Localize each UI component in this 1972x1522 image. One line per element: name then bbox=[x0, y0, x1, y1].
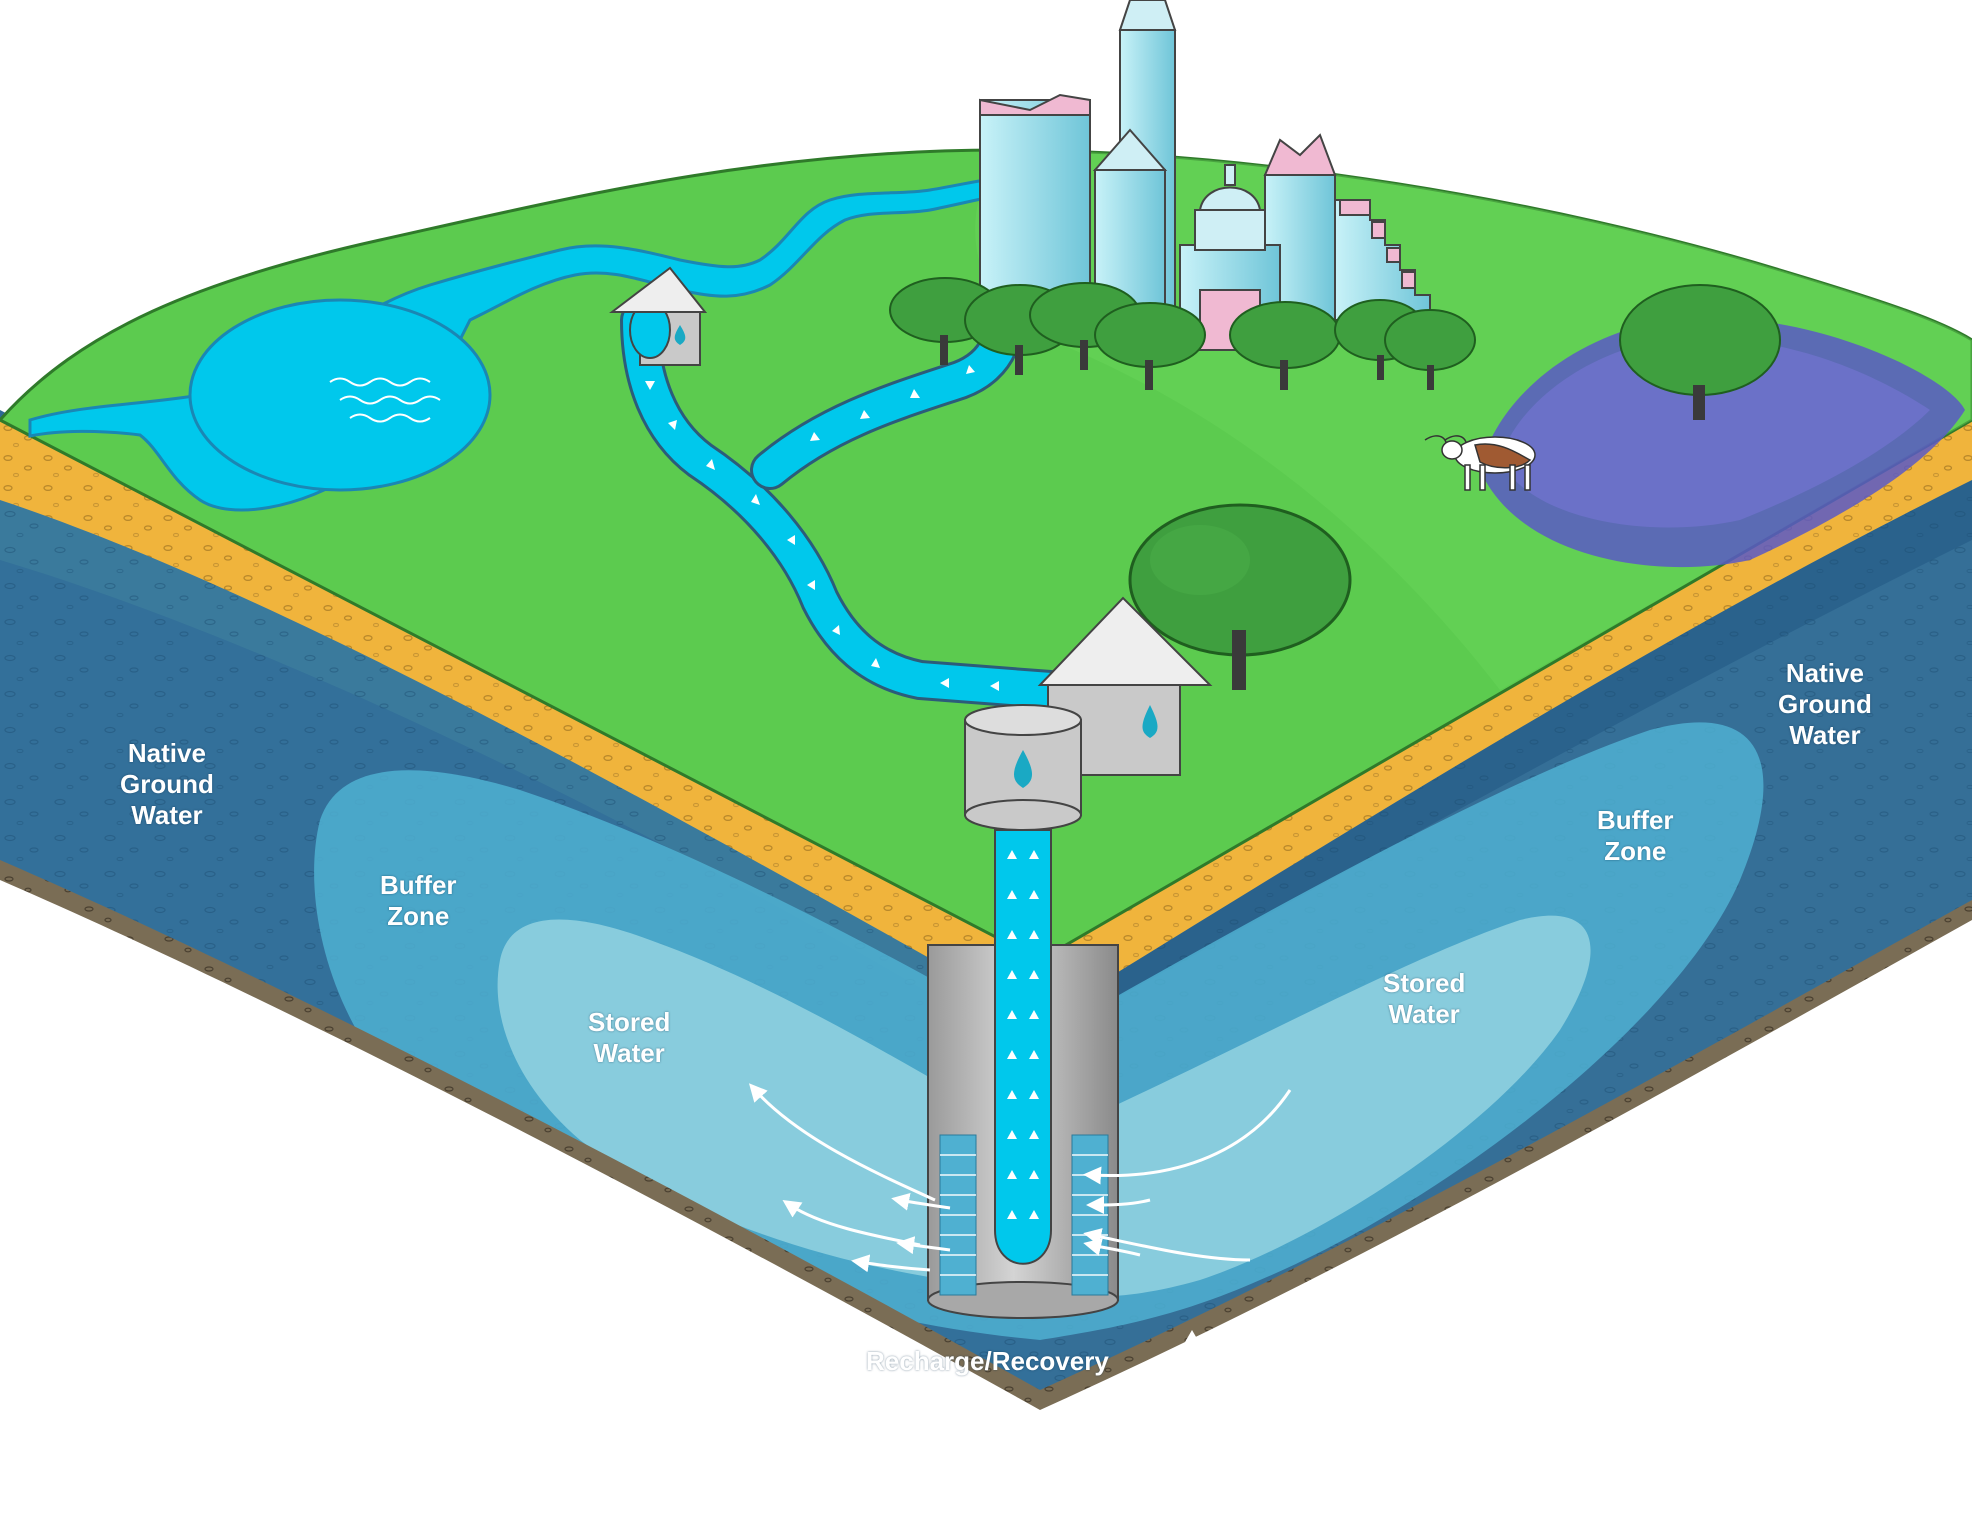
bluebonnet-field bbox=[1480, 316, 1965, 568]
water-waves bbox=[329, 377, 441, 423]
stored-water-right bbox=[1040, 915, 1591, 1297]
city-skyline bbox=[979, 0, 1431, 351]
oak-tree bbox=[1128, 503, 1352, 690]
water-drop-icon bbox=[674, 325, 686, 345]
city-trees bbox=[889, 277, 1476, 390]
up-arrow-icon bbox=[1182, 1330, 1202, 1347]
water-drop-icon bbox=[1013, 750, 1033, 788]
field-tree bbox=[1619, 284, 1781, 420]
wellhead bbox=[964, 704, 1082, 831]
intake-building bbox=[609, 266, 708, 366]
left-cross-section bbox=[0, 410, 1040, 1522]
well-casing bbox=[927, 829, 1119, 1319]
longhorn-cow bbox=[1424, 435, 1536, 491]
down-arrow-icon bbox=[840, 1368, 860, 1385]
right-cross-section bbox=[1040, 410, 1972, 1522]
flow-arrows bbox=[748, 1083, 1292, 1273]
recharge-arrows bbox=[840, 1330, 1202, 1385]
lake bbox=[188, 298, 492, 492]
recharge-recovery-label: Recharge/Recovery bbox=[866, 1346, 1109, 1376]
water-drop-icon bbox=[1142, 705, 1158, 738]
